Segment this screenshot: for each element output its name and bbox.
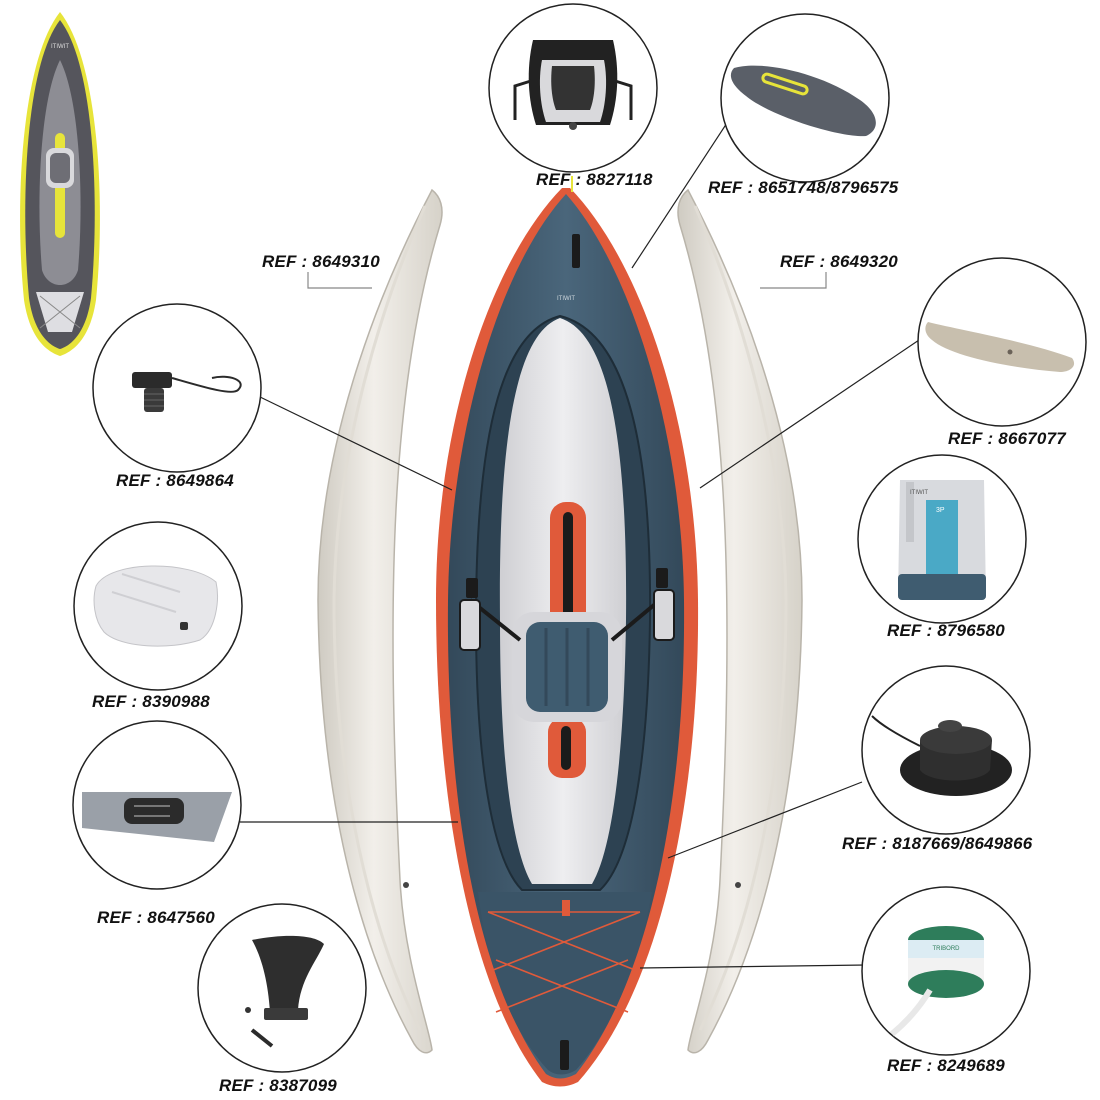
spool-brand-text: TRIBORD bbox=[933, 946, 961, 952]
svg-text:ITIWIT: ITIWIT bbox=[51, 44, 69, 50]
ref-patch: REF : 8647560 bbox=[97, 908, 215, 927]
left-side-float bbox=[317, 188, 443, 1054]
right-side-float bbox=[677, 188, 803, 1054]
ref-seat-backrest: REF : 8827118 bbox=[536, 170, 653, 189]
ref-cord: REF : 8249689 bbox=[887, 1056, 1005, 1075]
ref-seat-cushion: REF : 8390988 bbox=[92, 692, 210, 711]
bag-brand-text: ITIWIT bbox=[910, 490, 928, 496]
kayak-brand-text: ITIWIT bbox=[557, 296, 575, 302]
callout-lines bbox=[240, 99, 923, 969]
kayak-seat bbox=[468, 598, 662, 722]
ref-fin: REF : 8387099 bbox=[219, 1076, 337, 1095]
ref-deck-cover: REF : 8651748/8796575 bbox=[708, 178, 899, 197]
ref-stiffener: REF : 8667077 bbox=[948, 429, 1066, 448]
bag-thumb: ITIWIT 3P bbox=[857, 454, 1027, 624]
stiffener-thumb bbox=[917, 257, 1087, 427]
kayak-thumbnail: ITIWIT bbox=[20, 12, 100, 356]
deck-cover-thumb bbox=[720, 13, 890, 183]
bag-size-text: 3P bbox=[936, 507, 945, 514]
seat-backrest-thumb bbox=[488, 3, 658, 173]
ref-pump-valve: REF : 8187669/8649866 bbox=[842, 834, 1033, 853]
cord-spool-thumb: TRIBORD bbox=[861, 886, 1031, 1056]
ref-right-float: REF : 8649320 bbox=[780, 252, 898, 271]
valve-thumb bbox=[92, 303, 262, 473]
main-kayak: ITIWIT bbox=[436, 188, 699, 1087]
fin-thumb bbox=[197, 903, 367, 1073]
ref-valve: REF : 8649864 bbox=[116, 471, 234, 490]
ref-bag: REF : 8796580 bbox=[887, 621, 1005, 640]
ref-left-float: REF : 8649310 bbox=[262, 252, 380, 271]
pump-valve-thumb bbox=[861, 665, 1031, 835]
seat-cushion-thumb bbox=[73, 521, 243, 691]
repair-patch-thumb bbox=[72, 720, 242, 890]
